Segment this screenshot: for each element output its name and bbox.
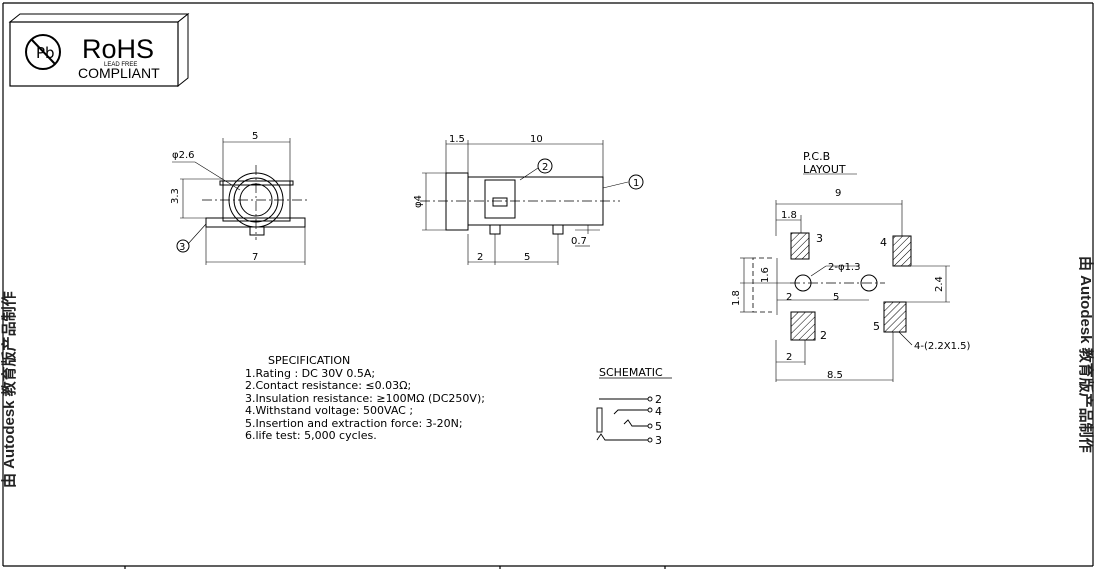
pcb-pad-label: 4-(2.2X1.5)	[914, 341, 971, 352]
pcb-dim-2-left: 2	[786, 292, 792, 303]
spec-title: SPECIFICATION	[268, 354, 350, 367]
front-dim-height: 3.3	[170, 188, 181, 204]
pb-logo-text: Pb	[36, 44, 55, 62]
front-dim-diameter: φ2.6	[172, 150, 195, 161]
schematic-pin-2: 2	[655, 393, 662, 406]
spec-line-2: 2.Contact resistance: ≤0.03Ω;	[245, 379, 411, 392]
pcb-pad-5-label: 5	[873, 320, 880, 333]
pb-free-icon: Pb	[25, 34, 61, 70]
rohs-title: RoHS	[82, 34, 154, 64]
front-dim-base: 7	[252, 252, 258, 263]
pcb-pad-2-label: 2	[820, 329, 827, 342]
front-dim-width: 5	[252, 131, 258, 142]
spec-line-5: 5.Insertion and extraction force: 3-20N;	[245, 417, 463, 430]
pad-4	[892, 235, 912, 267]
pcb-hole-label: 2-φ1.3	[828, 262, 860, 273]
pcb-dim-2-bottom: 2	[786, 352, 792, 363]
side-callout-2: 2	[542, 162, 548, 173]
side-dim-flange: 1.5	[449, 134, 465, 145]
spec-line-3: 3.Insulation resistance: ≥100MΩ (DC250V)…	[245, 392, 485, 405]
rohs-badge: Pb RoHS LEAD FREE COMPLIANT	[8, 12, 190, 88]
pcb-pad-3-label: 3	[816, 232, 823, 245]
schematic-pin-4: 4	[655, 405, 662, 418]
pcb-dim-2-4: 2.4	[934, 276, 945, 292]
schematic-pin-3: 3	[655, 434, 662, 447]
pad-2	[790, 311, 816, 341]
pcb-dim-1-8-top: 1.8	[781, 210, 797, 221]
pcb-title-1: P.C.B	[803, 150, 830, 163]
side-callout-1: 1	[633, 178, 639, 189]
watermark-left: 由 Autodesk 教育版产品制作	[0, 291, 18, 488]
side-dim-spacing: 5	[524, 252, 530, 263]
lead-free-text: LEAD FREE	[104, 62, 137, 68]
pcb-title-2: LAYOUT	[803, 163, 846, 176]
pad-5	[883, 301, 907, 333]
spec-line-4: 4.Withstand voltage: 500VAC ;	[245, 404, 413, 417]
pcb-pad-4-label: 4	[880, 236, 887, 249]
schematic-title: SCHEMATIC	[599, 366, 663, 379]
watermark-right: 由 Autodesk 教育版产品制作	[1077, 256, 1095, 453]
side-dim-diameter: φ4	[413, 195, 424, 208]
pcb-dim-5: 5	[833, 292, 839, 303]
specification-block: SPECIFICATION 1.Rating : DC 30V 0.5A; 2.…	[245, 354, 485, 442]
pcb-layout	[740, 173, 950, 382]
side-dim-length: 10	[530, 134, 543, 145]
spec-line-6: 6.life test: 5,000 cycles.	[245, 429, 377, 442]
pcb-dim-1-8-side: 1.8	[731, 290, 742, 306]
pcb-dim-8-5: 8.5	[827, 370, 843, 381]
compliant-text: COMPLIANT	[78, 65, 160, 81]
schematic-pin-5: 5	[655, 420, 662, 433]
spec-line-1: 1.Rating : DC 30V 0.5A;	[245, 367, 375, 380]
side-dim-pin: 2	[477, 252, 483, 263]
side-view	[420, 140, 644, 265]
side-dim-offset: 0.7	[571, 236, 587, 247]
front-view	[172, 138, 310, 265]
pcb-dim-9: 9	[835, 188, 841, 199]
pcb-dim-1-6: 1.6	[760, 267, 771, 283]
schematic: SCHEMATIC 2 4 5 3	[596, 366, 672, 447]
front-callout: 3	[179, 242, 185, 253]
pad-3	[790, 232, 810, 260]
